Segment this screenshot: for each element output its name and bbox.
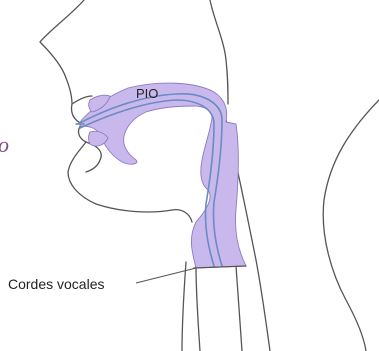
skull-outline — [210, 0, 228, 104]
pio-label: PIO — [136, 86, 158, 101]
vocal-cords-label: Cordes vocales — [8, 276, 105, 292]
neck-front-outline — [182, 262, 186, 351]
trachea-front-outline — [196, 266, 200, 351]
side-text: o — [0, 132, 9, 157]
trachea-back-outline — [236, 266, 242, 351]
vocal-cords-leader — [136, 268, 196, 283]
nape-outline — [323, 100, 379, 351]
jaw-outline — [86, 142, 101, 172]
